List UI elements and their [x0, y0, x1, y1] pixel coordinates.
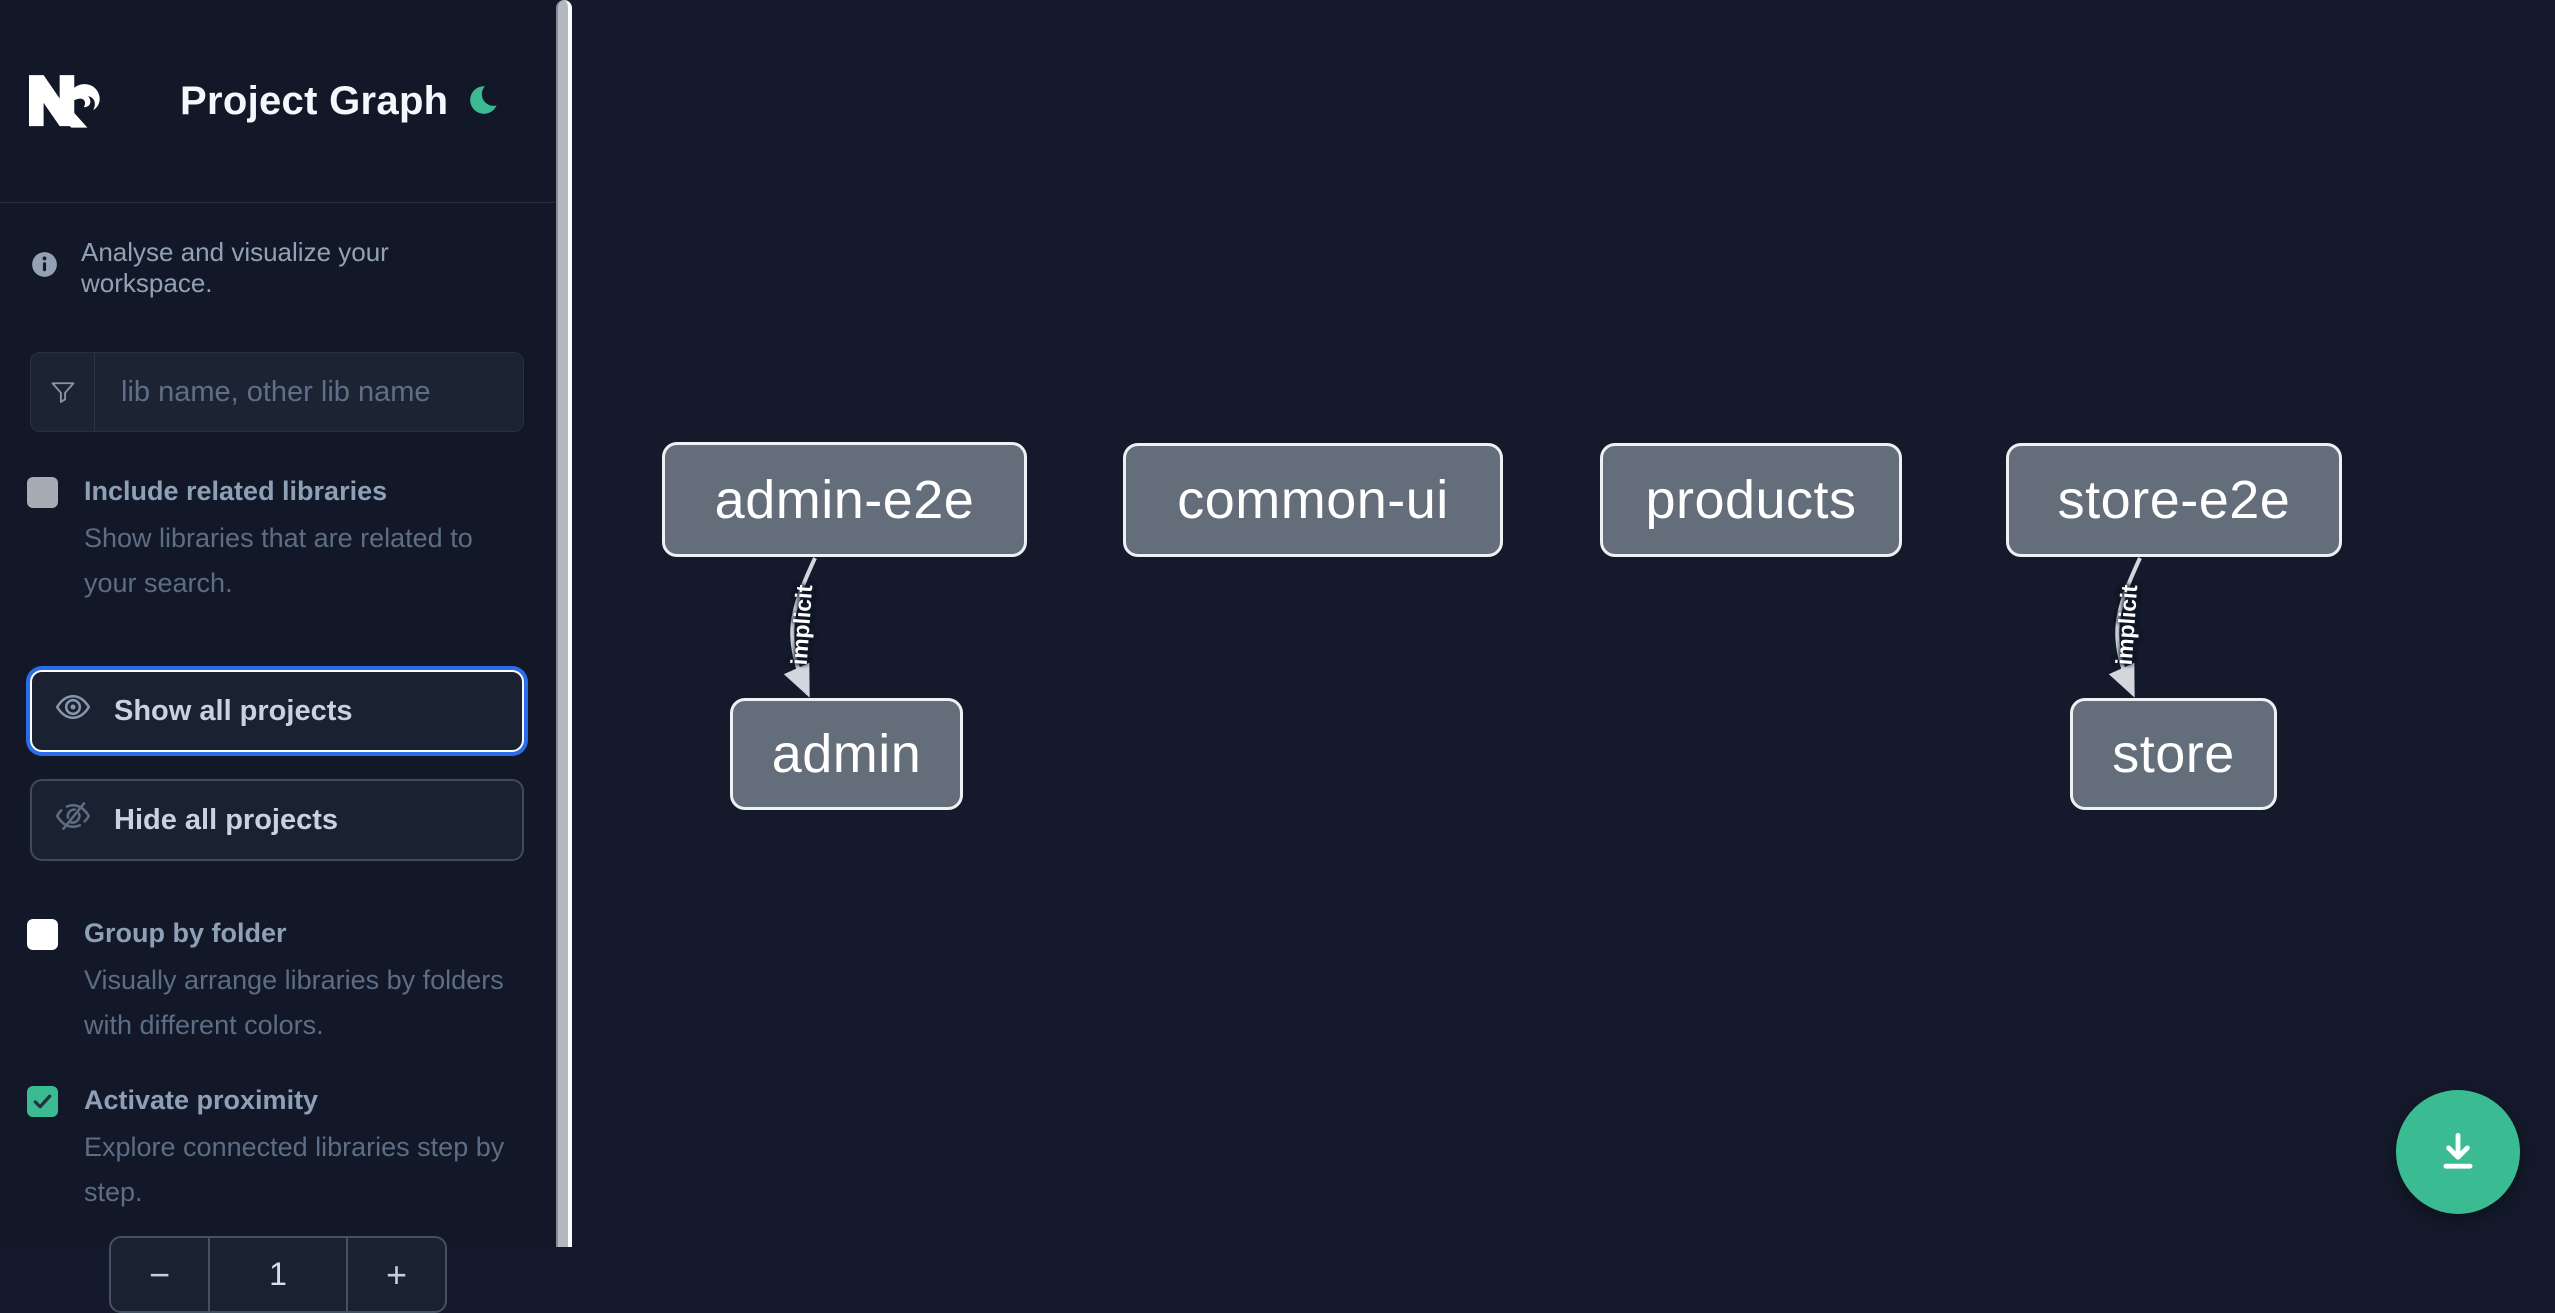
include-related-label[interactable]: Include related libraries	[84, 476, 388, 506]
download-graph-button[interactable]	[2396, 1090, 2520, 1214]
group-by-folder-label[interactable]: Group by folder	[84, 918, 287, 948]
group-by-folder-checkbox[interactable]	[27, 919, 58, 950]
activate-proximity-checkbox[interactable]	[27, 1086, 58, 1117]
include-related-description: Show libraries that are related to your …	[84, 523, 473, 598]
decrement-button[interactable]: −	[111, 1238, 208, 1311]
theme-toggle-button[interactable]	[468, 81, 506, 120]
page-title: Project Graph	[180, 78, 449, 123]
group-by-folder-description: Visually arrange libraries by folders wi…	[84, 965, 504, 1040]
proximity-depth-stepper: − 1 +	[109, 1236, 447, 1313]
sidebar-header: Project Graph	[0, 0, 556, 203]
workspace-info: Analyse and visualize your workspace.	[31, 237, 526, 299]
graph-node-admin-e2e[interactable]: admin-e2e	[662, 442, 1027, 557]
edge-label-store-e2e-store: implicit	[2110, 583, 2142, 667]
download-icon	[2433, 1126, 2483, 1179]
sidebar-scrollbar[interactable]	[556, 0, 572, 1247]
increment-button[interactable]: +	[348, 1238, 445, 1311]
nx-logo	[29, 66, 102, 136]
edge-label-admin-e2e-admin: implicit	[785, 583, 817, 667]
graph-node-store-e2e[interactable]: store-e2e	[2006, 443, 2342, 557]
activate-proximity-description: Explore connected libraries step by step…	[84, 1132, 505, 1207]
graph-node-products[interactable]: products	[1600, 443, 1902, 557]
graph-node-store[interactable]: store	[2070, 698, 2277, 810]
show-all-projects-button[interactable]: Show all projects	[30, 670, 524, 752]
show-all-projects-label: Show all projects	[114, 694, 353, 727]
option-group-by-folder: Group by folder Visually arrange librari…	[27, 913, 516, 1048]
graph-edges-layer	[783, 557, 2142, 698]
include-related-checkbox[interactable]	[27, 477, 58, 508]
hide-all-projects-label: Hide all projects	[114, 803, 339, 836]
hide-all-projects-button[interactable]: Hide all projects	[30, 779, 524, 861]
funnel-icon	[31, 353, 95, 431]
graph-node-common-ui[interactable]: common-ui	[1123, 443, 1503, 557]
activate-proximity-label[interactable]: Activate proximity	[84, 1085, 319, 1115]
option-include-related: Include related libraries Show libraries…	[27, 471, 516, 606]
workspace-info-text: Analyse and visualize your workspace.	[81, 237, 389, 298]
graph-canvas[interactable]: implicit implicit admin-e2e common-ui produc…	[572, 0, 2555, 1247]
filter-input[interactable]	[95, 353, 523, 431]
graph-edge-store-e2e-store	[2108, 557, 2142, 698]
moon-icon	[468, 81, 506, 120]
filter-box	[30, 352, 524, 432]
eye-icon	[54, 688, 92, 734]
info-icon	[31, 251, 58, 285]
proximity-depth-value: 1	[208, 1238, 348, 1311]
graph-edge-admin-e2e-admin	[783, 557, 817, 698]
eye-off-icon	[54, 797, 92, 843]
option-activate-proximity: Activate proximity Explore connected lib…	[27, 1080, 516, 1215]
sidebar: Project Graph Analyse and visualize your…	[0, 0, 556, 1313]
graph-node-admin[interactable]: admin	[730, 698, 963, 810]
